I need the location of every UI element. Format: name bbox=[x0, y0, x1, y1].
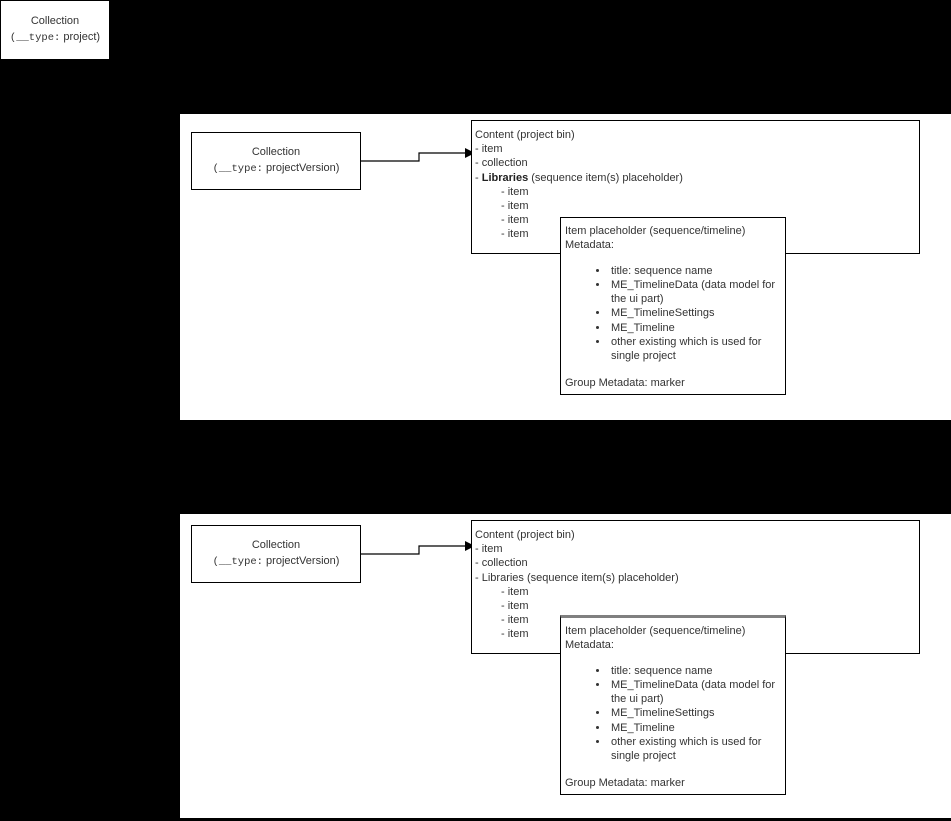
panel-diagram-2: Collection (__type: projectVersion) Cont… bbox=[180, 514, 951, 818]
node-type-line: (__type: projectVersion) bbox=[213, 161, 340, 177]
content-subitem: - item bbox=[501, 599, 529, 612]
node-type-prefix: (__type: bbox=[9, 31, 61, 44]
node-type-line: (__type: project) bbox=[10, 30, 100, 46]
item-placeholder-metadata-list: title: sequence name ME_TimelineData (da… bbox=[565, 664, 785, 764]
metadata-bullet: ME_TimelineSettings bbox=[609, 706, 785, 720]
diagram-2-item-placeholder-box[interactable]: Item placeholder (sequence/timeline) Met… bbox=[560, 615, 786, 795]
panel-top-left: Collection (__type: project) bbox=[0, 0, 110, 60]
content-row-libraries: - Libraries (sequence item(s) placeholde… bbox=[475, 571, 919, 585]
metadata-bullet: other existing which is used for single … bbox=[609, 335, 785, 364]
node-title: Collection bbox=[251, 145, 301, 158]
node-type-value: projectVersion) bbox=[262, 161, 340, 174]
metadata-bullet: title: sequence name bbox=[609, 664, 785, 678]
content-title: Content (project bin) bbox=[475, 529, 575, 541]
content-row-item: - item bbox=[475, 543, 503, 556]
item-placeholder-metadata-list: title: sequence name ME_TimelineData (da… bbox=[565, 264, 785, 364]
content-row-libraries: - Libraries (sequence item(s) placeholde… bbox=[475, 171, 919, 185]
node-type-value: projectVersion) bbox=[262, 554, 340, 567]
node-type-value: project) bbox=[60, 30, 101, 43]
content-subitem: - item bbox=[501, 614, 529, 627]
metadata-bullet: other existing which is used for single … bbox=[609, 735, 785, 764]
item-placeholder-title: Item placeholder (sequence/timeline) bbox=[565, 225, 746, 237]
libraries-dash: - bbox=[475, 171, 482, 184]
metadata-bullet: ME_TimelineSettings bbox=[609, 306, 785, 320]
metadata-bullet: ME_TimelineData (data model for the ui p… bbox=[609, 678, 785, 707]
diagram-1-node-collection-projectversion[interactable]: Collection (__type: projectVersion) bbox=[191, 132, 361, 190]
item-placeholder-subtitle: Metadata: bbox=[565, 239, 614, 252]
node-type-prefix: (__type: bbox=[212, 555, 263, 568]
item-placeholder-title: Item placeholder (sequence/timeline) bbox=[565, 625, 746, 637]
arrowhead-icon bbox=[465, 148, 475, 158]
panel-diagram-1: Collection (__type: projectVersion) Cont… bbox=[180, 114, 951, 420]
content-subitem: - item bbox=[501, 214, 529, 227]
content-title: Content (project bin) bbox=[475, 129, 575, 141]
metadata-bullet: title: sequence name bbox=[609, 264, 785, 278]
node-collection-project[interactable]: Collection (__type: project) bbox=[0, 0, 110, 60]
item-placeholder-footer: Group Metadata: marker bbox=[565, 376, 685, 389]
diagram-1-item-placeholder-box[interactable]: Item placeholder (sequence/timeline) Met… bbox=[560, 217, 786, 395]
item-placeholder-subtitle: Metadata: bbox=[565, 639, 614, 652]
metadata-bullet: ME_TimelineData (data model for the ui p… bbox=[609, 278, 785, 307]
libraries-label: Libraries bbox=[481, 571, 524, 584]
node-title: Collection bbox=[251, 538, 301, 551]
diagram-2-node-collection-projectversion[interactable]: Collection (__type: projectVersion) bbox=[191, 525, 361, 583]
diagram-1-content-box[interactable]: Content (project bin) - item - collectio… bbox=[471, 120, 920, 254]
libraries-dash: - bbox=[475, 571, 482, 584]
item-placeholder-footer: Group Metadata: marker bbox=[565, 776, 685, 789]
diagram-1-connector-arrow bbox=[361, 148, 475, 162]
content-row-collection: - collection bbox=[475, 157, 528, 170]
node-title: Collection bbox=[30, 14, 80, 27]
metadata-bullet: ME_Timeline bbox=[609, 721, 785, 735]
content-subitem: - item bbox=[501, 228, 529, 241]
libraries-suffix: (sequence item(s) placeholder) bbox=[528, 171, 683, 184]
node-type-prefix: (__type: bbox=[212, 162, 263, 175]
metadata-bullet: ME_Timeline bbox=[609, 321, 785, 335]
arrowhead-icon bbox=[465, 541, 475, 551]
diagram-2-connector-arrow bbox=[361, 541, 475, 555]
libraries-suffix: (sequence item(s) placeholder) bbox=[523, 571, 679, 584]
node-type-line: (__type: projectVersion) bbox=[213, 554, 340, 570]
content-row-item: - item bbox=[475, 143, 503, 156]
libraries-label: Libraries bbox=[481, 171, 529, 184]
content-subitem: - item bbox=[501, 199, 529, 212]
content-row-collection: - collection bbox=[475, 557, 528, 570]
content-subitem: - item bbox=[501, 185, 529, 198]
content-subitem: - item bbox=[501, 585, 529, 598]
content-subitem: - item bbox=[501, 628, 529, 641]
